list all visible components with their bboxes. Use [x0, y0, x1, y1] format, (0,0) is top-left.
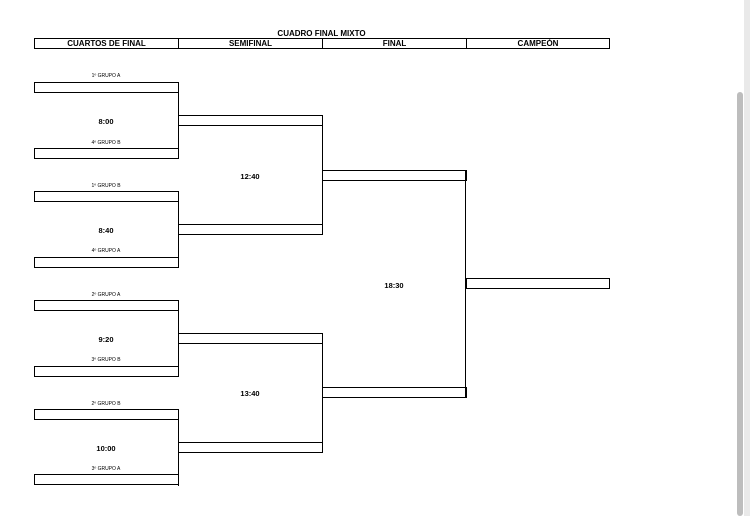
qf2-time: 8:40	[98, 226, 114, 235]
qf4-team-bottom-slot	[34, 474, 179, 485]
qf1-team-bottom-slot	[34, 148, 179, 159]
header-semifinal: SEMIFINAL	[178, 38, 323, 49]
final-bottom-slot	[322, 387, 467, 398]
sf2-top-slot	[178, 333, 323, 344]
qf3-team-top-slot	[34, 300, 179, 311]
qf3-team-bottom-slot	[34, 366, 179, 377]
qf1-time: 8:00	[98, 117, 114, 126]
sf2-time: 13:40	[240, 389, 260, 398]
qf3-time: 9:20	[98, 335, 114, 344]
final-time: 18:30	[384, 281, 404, 290]
sf1-bottom-slot	[178, 224, 323, 235]
qf4-team-top-label: 2º GRUPO B	[91, 401, 121, 407]
qf4-team-bottom-label: 3º GRUPO A	[91, 466, 121, 472]
qf1-team-bottom-label: 4º GRUPO B	[91, 140, 121, 146]
qf3-team-bottom-label: 3º GRUPO B	[91, 357, 121, 363]
champion-slot	[466, 278, 610, 289]
final-top-slot	[322, 170, 467, 181]
final-connector	[465, 170, 466, 398]
qf3-team-top-label: 2º GRUPO A	[91, 292, 121, 298]
qf1-team-top-label: 1º GRUPO A	[91, 73, 121, 79]
qf2-team-bottom-slot	[34, 257, 179, 268]
vertical-scrollbar[interactable]	[737, 92, 743, 516]
qf4-time: 10:00	[96, 444, 116, 453]
sf1-time: 12:40	[240, 172, 260, 181]
qf2-team-bottom-label: 4º GRUPO A	[91, 248, 121, 254]
qf4-team-top-slot	[34, 409, 179, 420]
header-champion: CAMPEÓN	[466, 38, 610, 49]
qf2-team-top-label: 1º GRUPO B	[91, 183, 121, 189]
header-quarterfinals: CUARTOS DE FINAL	[34, 38, 179, 49]
qf1-team-top-slot	[34, 82, 179, 93]
header-final: FINAL	[322, 38, 467, 49]
qf2-team-top-slot	[34, 191, 179, 202]
sf1-top-slot	[178, 115, 323, 126]
sf2-bottom-slot	[178, 442, 323, 453]
page-title: CUADRO FINAL MIXTO	[277, 29, 366, 38]
